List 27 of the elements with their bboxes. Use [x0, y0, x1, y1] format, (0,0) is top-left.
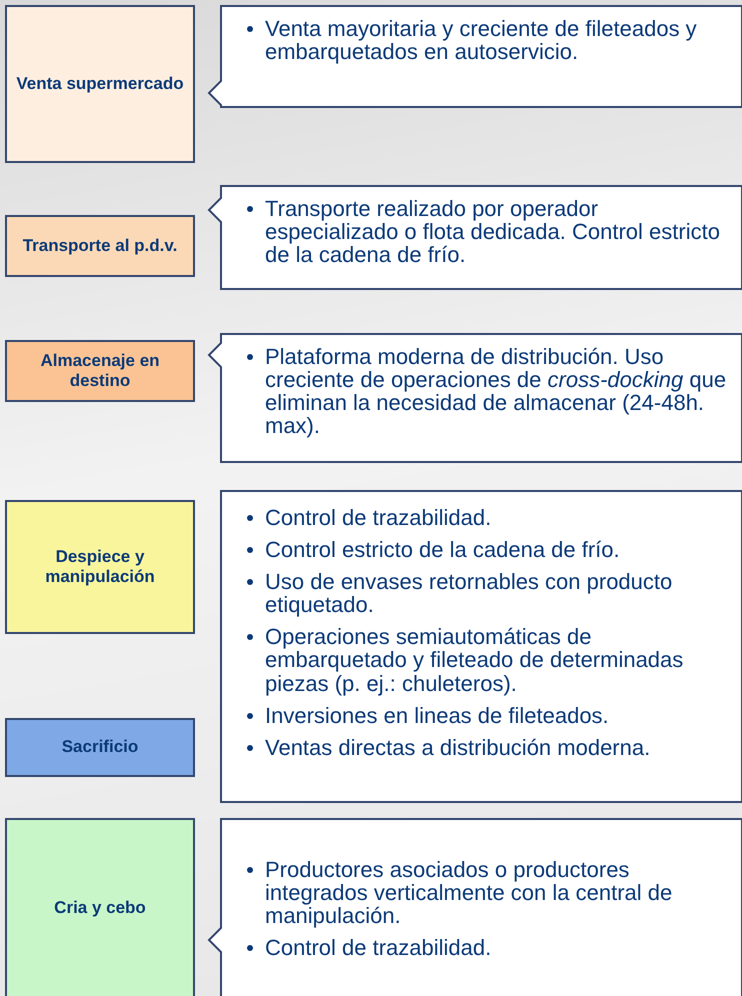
- bullet-text: Venta mayoritaria y creciente de fileteados y embarquetados en autoservicio.: [265, 17, 698, 64]
- stage-label: Transporte al p.d.v.: [22, 236, 178, 256]
- bullet-text: Control de trazabilidad.: [265, 936, 492, 960]
- bullet-text: Uso de envases retornables con producto etiquetado.: [265, 570, 674, 616]
- stage-box: [5, 215, 195, 277]
- stage-box: [5, 818, 195, 996]
- callout-box: [208, 333, 742, 463]
- bullet-text: Productores asociados o productores integrados verticalmente con la central de manipulación.: [265, 858, 674, 928]
- bullet-text: Plataforma moderna de distribución. Uso creciente de operaciones de cross-docking que eliminan la necesidad de almacenar (24-48h. max).: [265, 345, 728, 438]
- bullet-text: Operaciones semiautomáticas de embarquetado y fileteado de determinadas piezas (p. ej.: chuleteros).: [265, 625, 684, 695]
- callout-box: [208, 185, 742, 290]
- bullet-text: Ventas directas a distribución moderna.: [265, 736, 652, 759]
- stage-label: Despiece y manipulación: [44, 546, 156, 588]
- callout-box: [208, 5, 742, 108]
- stage-label: Cria y cebo: [53, 898, 147, 918]
- bullet-text: Control de trazabilidad.: [265, 506, 492, 530]
- bullet-text: Inversiones en lineas de fileteados.: [265, 704, 610, 727]
- stage-label: Almacenaje en destino: [39, 350, 161, 392]
- callout-box: [208, 818, 742, 996]
- stage-label: Sacrificio: [60, 737, 140, 758]
- stage-box: [5, 340, 195, 402]
- bullet-text: Transporte realizado por operador especializado o flota dedicada. Control estricto de la cadena de frío.: [265, 197, 721, 266]
- stage-label: Venta supermercado: [15, 74, 185, 94]
- stage-box: [5, 5, 195, 163]
- stage-box: [5, 500, 195, 634]
- stage-box: [5, 718, 195, 777]
- bullet-text: Control estricto de la cadena de frío.: [265, 538, 621, 562]
